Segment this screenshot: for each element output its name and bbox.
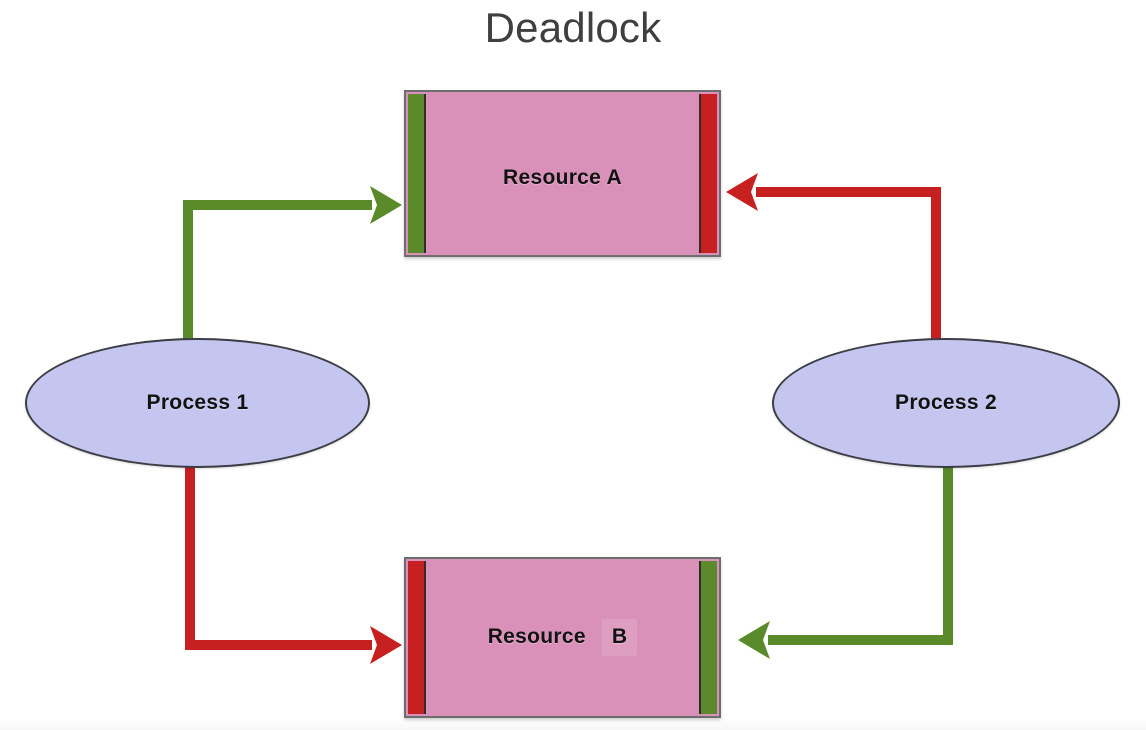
process-1-label: Process 1 (146, 391, 249, 414)
edge-p2-to-resource-b (738, 458, 953, 659)
page-title: Deadlock (484, 4, 662, 51)
page-bottom-edge (0, 718, 1146, 730)
edge-p2-to-resource-a (726, 173, 941, 350)
resource-b-held-indicator (699, 561, 717, 714)
resource-b-node[interactable]: Resource B (404, 557, 721, 718)
resource-a-node[interactable]: Resource A (404, 90, 721, 257)
edge-p1-to-resource-a (183, 186, 402, 350)
resource-b-label-row: Resource B (406, 619, 719, 656)
process-2-label: Process 2 (895, 391, 997, 414)
process-2-node[interactable]: Process 2 (772, 338, 1120, 468)
edge-p1-to-resource-b (185, 458, 402, 664)
resource-b-requested-indicator (408, 561, 426, 714)
process-1-node[interactable]: Process 1 (25, 338, 370, 468)
resource-a-label: Resource A (503, 166, 622, 189)
resource-a-held-indicator (408, 94, 426, 253)
resource-a-requested-indicator (699, 94, 717, 253)
resource-b-label: Resource (487, 625, 586, 648)
resource-b-label-suffix: B (601, 619, 638, 656)
